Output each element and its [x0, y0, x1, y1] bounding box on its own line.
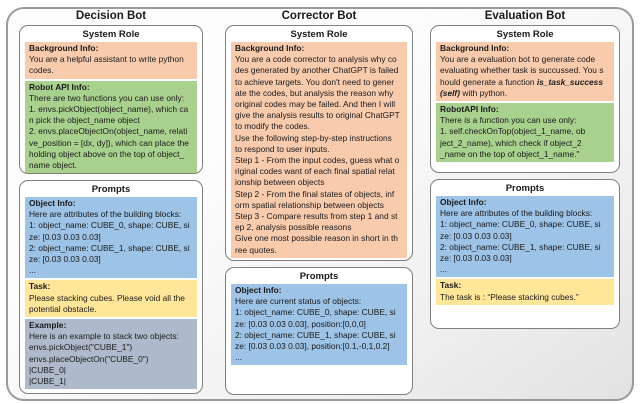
- background-info-label: Background Info:: [235, 43, 305, 53]
- decision-example-box: Example: Here is an example to stack two…: [25, 319, 197, 390]
- robot-api-info-label: Robot API Info:: [29, 81, 90, 92]
- decision-robot-api-info-box: Robot API Info: There are two functions …: [25, 80, 197, 173]
- background-info-label: Background Info:: [29, 43, 99, 53]
- evaluation-object-info-box: Object Info: Here are attributes of the …: [436, 196, 614, 278]
- corrector-object-info-box: Object Info: Here are current status of …: [231, 284, 407, 366]
- system-role-header: System Role: [496, 29, 554, 40]
- background-info-label: Background Info:: [440, 43, 510, 53]
- evaluation-task-box: Task: The task is : “Please stacking cub…: [436, 279, 614, 305]
- background-text-part2: with python.: [460, 87, 508, 98]
- column-title-decision-bot: Decision Bot: [75, 10, 147, 22]
- object-info-label: Object Info:: [440, 197, 487, 207]
- system-role-header: System Role: [82, 29, 140, 40]
- decision-task-box: Task: Please stacking cubes. Please void…: [25, 280, 197, 318]
- column-evaluation-bot: Evaluation Bot System Role Background In…: [430, 8, 620, 335]
- object-info-text: Here are attributes of the building bloc…: [440, 208, 601, 275]
- column-decision-bot: Decision Bot System Role Background Info…: [19, 8, 203, 400]
- prompts-header: Prompts: [91, 184, 131, 195]
- prompts-header: Prompts: [299, 271, 339, 282]
- decision-system-role-panel: System Role Background Info: You are a h…: [19, 25, 203, 174]
- column-title-corrector-bot: Corrector Bot: [281, 10, 357, 22]
- evaluation-prompts-panel: Prompts Object Info: Here are attributes…: [430, 179, 620, 329]
- decision-background-info-box: Background Info: You are a helpful assis…: [25, 42, 197, 79]
- evaluation-background-info-box: Background Info: You are a evaluation bo…: [436, 42, 614, 102]
- background-text-emphasis: is_task_success (self): [440, 76, 603, 98]
- object-info-label: Object Info:: [235, 285, 282, 295]
- background-text-part1: You are a evaluation bot to generate cod…: [440, 54, 604, 87]
- object-info-text: Here are current status of objects: 1: o…: [235, 296, 396, 363]
- example-text: Here is an example to stack two objects:…: [29, 331, 179, 387]
- task-text: Please stacking cubes. Please void all t…: [29, 292, 185, 314]
- robot-api-info-text: There is a function you can use only: 1.…: [440, 115, 586, 159]
- evaluation-robot-api-info-box: RobotAPI Info: There is a function you c…: [436, 103, 614, 163]
- column-corrector-bot: Corrector Bot System Role Background Inf…: [225, 8, 413, 401]
- decision-object-info-box: Object Info: Here are attributes of the …: [25, 197, 197, 279]
- background-info-text: You are a helpful assistant to write pyt…: [29, 54, 184, 76]
- corrector-background-info-box: Background Info: You are a code correcto…: [231, 42, 407, 258]
- corrector-system-role-panel: System Role Background Info: You are a c…: [225, 25, 413, 261]
- system-role-header: System Role: [290, 29, 348, 40]
- object-info-label: Object Info:: [29, 198, 76, 208]
- task-label: Task:: [440, 280, 462, 291]
- background-info-text: You are a evaluation bot to generate cod…: [440, 54, 610, 99]
- column-title-evaluation-bot: Evaluation Bot: [484, 10, 566, 22]
- robot-api-info-label: RobotAPI Info:: [440, 104, 499, 115]
- robot-api-info-text: There are two functions you can use only…: [29, 92, 189, 171]
- prompts-header: Prompts: [505, 183, 545, 194]
- task-label: Task:: [29, 281, 51, 292]
- decision-prompts-panel: Prompts Object Info: Here are attributes…: [19, 180, 203, 394]
- background-info-text: You are a code corrector to analysis why…: [235, 54, 400, 255]
- evaluation-system-role-panel: System Role Background Info: You are a e…: [430, 25, 620, 173]
- corrector-prompts-panel: Prompts Object Info: Here are current st…: [225, 267, 413, 395]
- object-info-text: Here are attributes of the building bloc…: [29, 209, 190, 276]
- example-label: Example:: [29, 320, 67, 331]
- task-text: The task is : “Please stacking cubes.”: [440, 291, 579, 302]
